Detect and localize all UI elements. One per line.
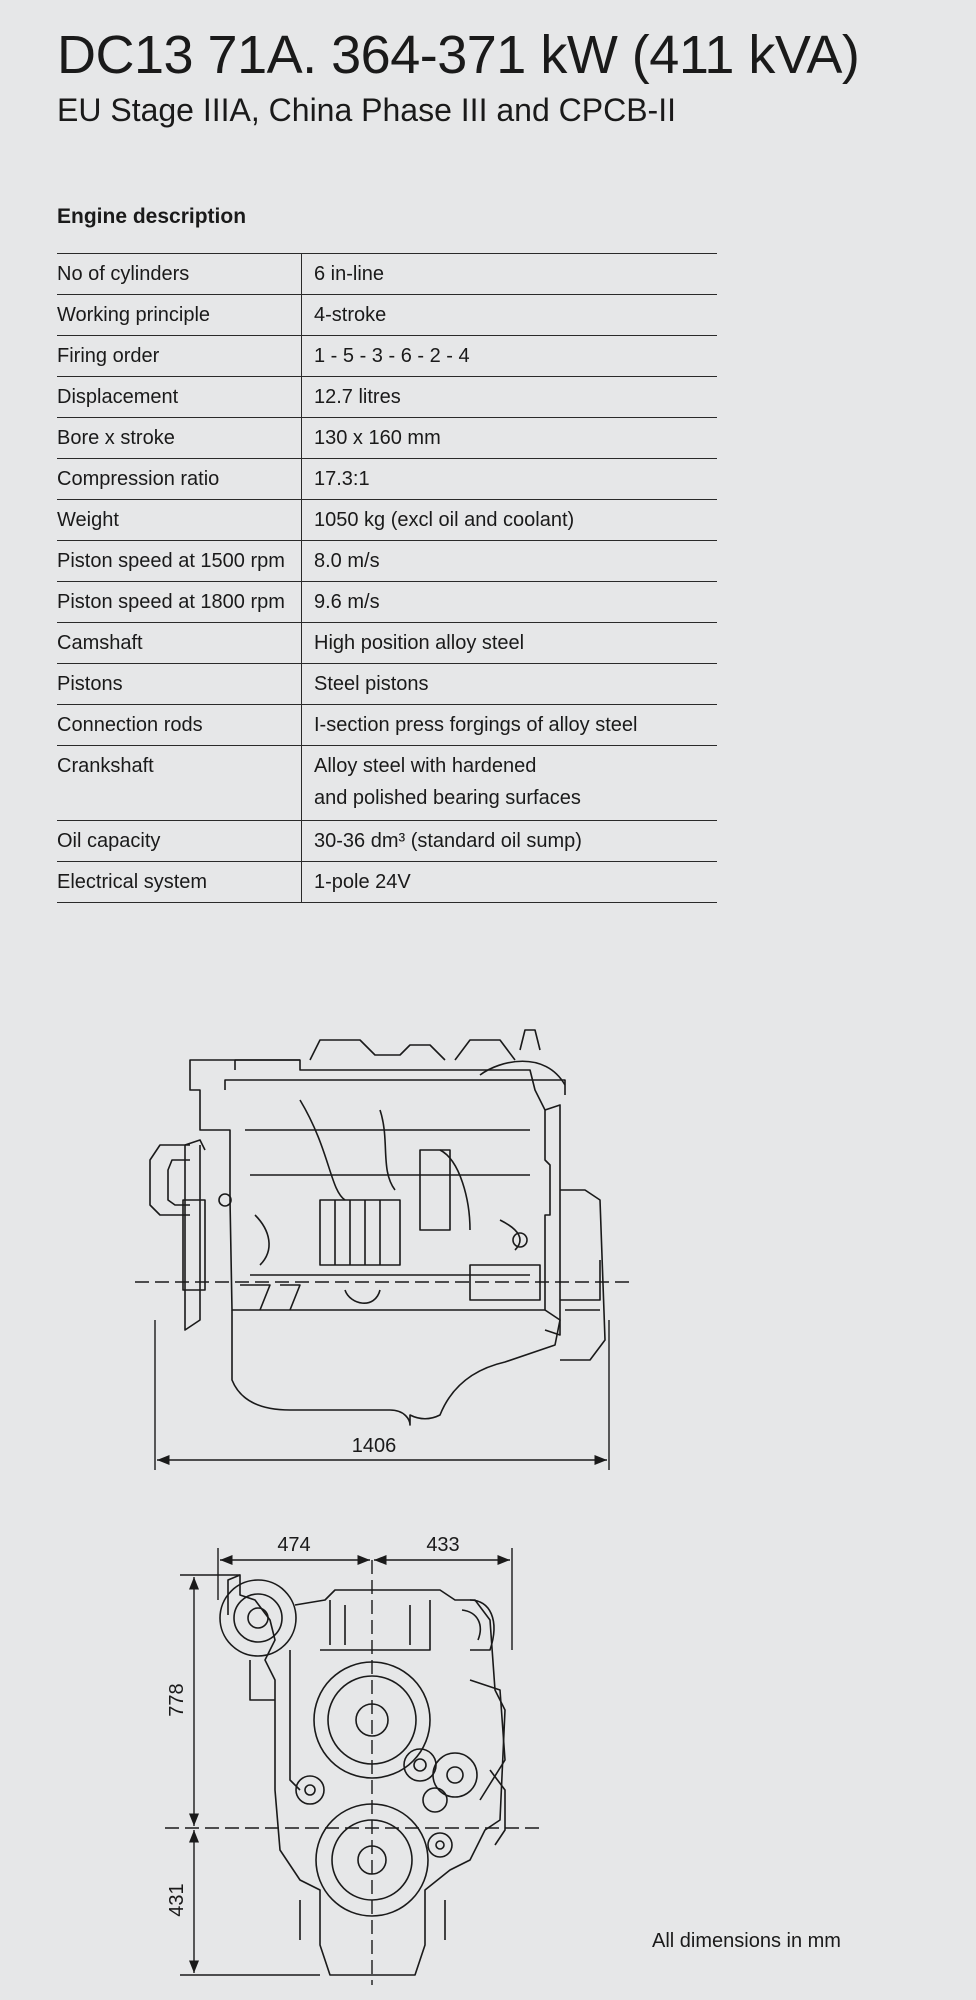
spec-label: Piston speed at 1800 rpm	[57, 581, 302, 623]
spec-value: 1050 kg (excl oil and coolant)	[301, 499, 717, 541]
spec-value: 12.7 litres	[301, 376, 717, 418]
spec-label: Connection rods	[57, 704, 302, 746]
spec-label: Pistons	[57, 663, 302, 705]
page-subtitle: EU Stage IIIA, China Phase III and CPCB-…	[57, 92, 676, 128]
spec-value: 30-36 dm³ (standard oil sump)	[301, 820, 717, 862]
spec-value: 8.0 m/s	[301, 540, 717, 582]
spec-value: 1 - 5 - 3 - 6 - 2 - 4	[301, 335, 717, 377]
spec-value: 130 x 160 mm	[301, 417, 717, 459]
spec-label: Displacement	[57, 376, 302, 418]
spec-value: 6 in-line	[301, 253, 717, 295]
spec-label: Oil capacity	[57, 820, 302, 862]
engine-description-heading: Engine description	[57, 205, 247, 228]
side-length-dimension	[154, 1320, 610, 1470]
spec-label: Crankshaft	[57, 745, 302, 821]
front-left-width-value: 474	[277, 1534, 310, 1556]
spec-value: Steel pistons	[301, 663, 717, 705]
spec-value: 9.6 m/s	[301, 581, 717, 623]
spec-label: Working principle	[57, 294, 302, 336]
spec-value: 17.3:1	[301, 458, 717, 500]
front-right-width-value: 433	[426, 1534, 459, 1556]
spec-label: No of cylinders	[57, 253, 302, 295]
spec-value: I-section press forgings of alloy steel	[301, 704, 717, 746]
engine-side-view-drawing	[149, 1029, 606, 1426]
front-lower-height-value: 431	[166, 1883, 188, 1916]
page-title: DC13 71A. 364-371 kW (411 kVA)	[57, 25, 860, 85]
front-upper-height-value: 778	[166, 1683, 188, 1716]
engine-front-view-drawing	[219, 1574, 506, 1976]
front-width-dimensions	[217, 1548, 513, 1650]
spec-label: Camshaft	[57, 622, 302, 664]
spec-label: Piston speed at 1500 rpm	[57, 540, 302, 582]
spec-label: Bore x stroke	[57, 417, 302, 459]
spec-label: Firing order	[57, 335, 302, 377]
spec-label: Compression ratio	[57, 458, 302, 500]
spec-value: High position alloy steel	[301, 622, 717, 664]
side-length-value: 1406	[352, 1435, 397, 1457]
spec-label: Electrical system	[57, 861, 302, 903]
spec-label: Weight	[57, 499, 302, 541]
spec-value: 4-stroke	[301, 294, 717, 336]
spec-value: Alloy steel with hardened and polished b…	[301, 745, 717, 821]
dimensions-footnote: All dimensions in mm	[652, 1930, 841, 1952]
spec-value: 1-pole 24V	[301, 861, 717, 903]
front-height-dimensions	[180, 1574, 320, 1976]
